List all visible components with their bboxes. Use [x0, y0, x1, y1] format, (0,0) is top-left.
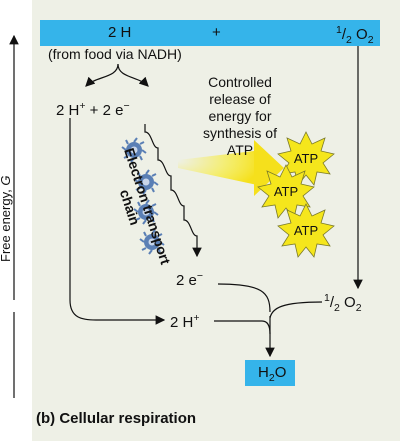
- caption: (b) Cellular respiration: [36, 410, 196, 427]
- protons-bottom: 2 H+: [170, 312, 200, 331]
- carrier-icons: [121, 137, 165, 255]
- energy-glow-arrowhead: [254, 140, 284, 196]
- energy-glow: [178, 150, 262, 186]
- electrons-bottom: 2 e−: [176, 270, 203, 289]
- carrier-icon: [121, 137, 147, 163]
- atp-label: ATP: [294, 151, 318, 166]
- release-note-line: synthesis of: [203, 125, 277, 141]
- split-products: 2 H+ + 2 e−: [56, 100, 130, 119]
- proton-path: [69, 118, 166, 325]
- oxygen-bottom: 1/2 O2: [324, 292, 362, 314]
- water-product: H2O: [258, 364, 287, 384]
- split-bracket: [85, 63, 119, 87]
- split-bracket-right: [117, 63, 149, 87]
- reactants-bar: [40, 20, 380, 46]
- atp-burst: ATP: [257, 164, 315, 219]
- carrier-icon: [133, 169, 159, 195]
- carrier-icon: [133, 199, 159, 225]
- release-note: Controlled release of energy for synthes…: [192, 74, 288, 159]
- atp-label: ATP: [274, 184, 298, 199]
- release-note-line: release of: [209, 91, 271, 107]
- carrier-icon: [139, 229, 165, 255]
- caption-title: Cellular respiration: [59, 410, 197, 427]
- release-note-line: energy for: [208, 108, 272, 124]
- oxygen-to-water: [269, 301, 323, 319]
- caption-letter: (b): [36, 410, 56, 427]
- atp-burst: ATP: [277, 131, 335, 186]
- reactant-plus: +: [212, 24, 221, 41]
- proton-to-water: [214, 320, 271, 335]
- electron-to-water: [217, 283, 271, 313]
- release-note-line: ATP: [226, 142, 254, 158]
- atp-label: ATP: [294, 223, 318, 238]
- electron-cascade: [144, 124, 202, 258]
- caption-band: [32, 400, 400, 441]
- reactant-oxygen: 1/2 O2: [336, 24, 374, 46]
- water-box: [245, 360, 295, 386]
- food-source-note: (from food via NADH): [48, 46, 182, 62]
- release-note-line: Controlled: [208, 74, 272, 90]
- figure-panel: [32, 0, 400, 400]
- reactant-hydrogen: 2 H: [108, 24, 132, 41]
- axis-label: Free energy, G: [0, 176, 13, 262]
- atp-burst: ATP: [277, 203, 335, 258]
